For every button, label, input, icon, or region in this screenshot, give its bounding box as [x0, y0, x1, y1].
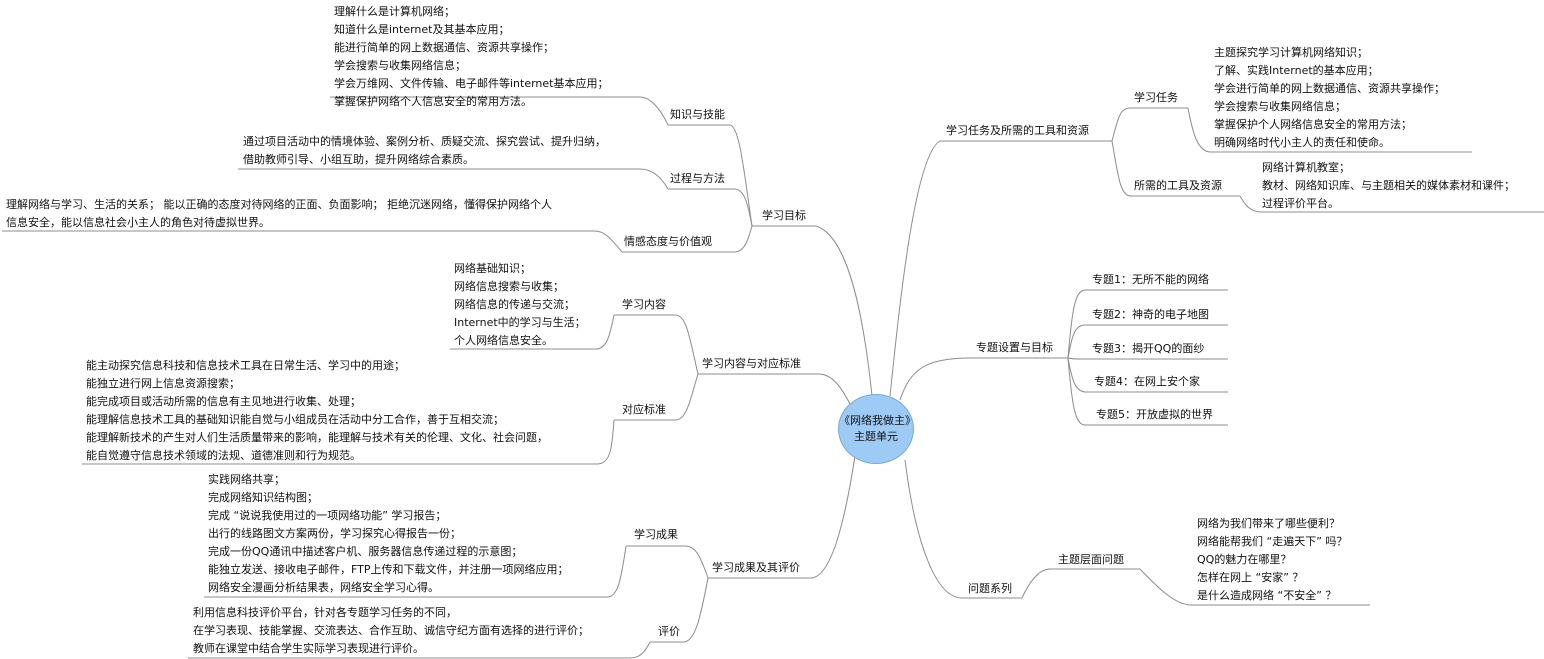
node-tasks-tools[interactable]: 学习任务及所需的工具和资源: [946, 124, 1089, 137]
node-theme-questions[interactable]: 主题层面问题: [1058, 553, 1124, 566]
leaf-tools-resources: 网络计算机教室； 教材、网络知识库、与主题相关的媒体素材和课件； 过程评价平台。: [1262, 159, 1515, 213]
leaf-line: 能独立进行网上信息资源搜索；: [86, 377, 240, 390]
topic-item-5[interactable]: 专题5：开放虚拟的世界: [1096, 408, 1213, 421]
leaf-learning-tasks: 主题探究学习计算机网络知识； 了解、实践Internet的基本应用； 学会进行简…: [1214, 44, 1445, 152]
topic-item-3[interactable]: 专题3：揭开QQ的面纱: [1092, 342, 1205, 355]
leaf-line: 个人网络信息安全。: [454, 334, 553, 347]
leaf-line: 能独立发送、接收电子邮件，FTP上传和下载文件，并注册一项网络应用；: [208, 563, 569, 576]
node-questions[interactable]: 问题系列: [968, 582, 1012, 595]
leaf-line: 能主动探究信息科技和信息技术工具在日常生活、学习中的用途；: [86, 359, 405, 372]
leaf-line: 学会搜索与收集网络信息；: [334, 59, 466, 72]
leaf-line: 能完成项目或活动所需的信息有主见地进行收集、处理；: [86, 395, 361, 408]
leaf-line: 学会搜索与收集网络信息；: [1214, 100, 1346, 113]
leaf-learning-content: 网络基础知识； 网络信息搜索与收集； 网络信息的传递与交流； Internet中…: [454, 260, 586, 350]
topic-item-1[interactable]: 专题1：无所不能的网络: [1092, 273, 1209, 286]
leaf-theme-questions: 网络为我们带来了哪些便利？ 网络能帮我们 “走遍天下” 吗？ QQ的魅力在哪里？…: [1197, 515, 1347, 605]
node-tools-resources[interactable]: 所需的工具及资源: [1134, 179, 1222, 192]
leaf-learning-outcomes: 实践网络共享； 完成网络知识结构图； 完成 “说说我使用过的一项网络功能” 学习…: [208, 471, 568, 597]
leaf-line: 网络为我们带来了哪些便利？: [1197, 517, 1340, 530]
leaf-line: 主题探究学习计算机网络知识；: [1214, 46, 1368, 59]
leaf-line: 在学习表现、技能掌握、交流表达、合作互助、诚信守纪方面有选择的进行评价；: [193, 624, 589, 637]
leaf-line: 知道什么是internet及其基本应用；: [334, 23, 510, 36]
leaf-line: 能自觉遵守信息技术领域的法规、道德准则和行为规范。: [86, 449, 361, 462]
node-learning-outcomes[interactable]: 学习成果: [634, 528, 678, 541]
leaf-line: 完成一份QQ通讯中描述客户机、服务器信息传递过程的示意图；: [208, 545, 523, 558]
leaf-line: 教材、网络知识库、与主题相关的媒体素材和课件；: [1262, 179, 1515, 192]
leaf-line: 网络计算机教室；: [1262, 161, 1350, 174]
topic-item-4[interactable]: 专题4：在网上安个家: [1094, 375, 1200, 388]
node-knowledge-skills[interactable]: 知识与技能: [670, 108, 725, 121]
leaf-line: 明确网络时代小主人的责任和使命。: [1214, 136, 1390, 149]
central-topic[interactable]: 《网络我做主》 主题单元: [838, 394, 916, 464]
topic-item-2[interactable]: 专题2：神奇的电子地图: [1092, 308, 1209, 321]
leaf-evaluation: 利用信息科技评价平台，针对各专题学习任务的不同， 在学习表现、技能掌握、交流表达…: [193, 604, 589, 658]
node-content-standards[interactable]: 学习内容与对应标准: [702, 357, 801, 370]
leaf-process-methods: 通过项目活动中的情境体验、案例分析、质疑交流、探究尝试、提升归纳， 借助教师引导…: [243, 133, 606, 169]
leaf-line: 学会万维网、文件传输、电子邮件等internet基本应用；: [334, 77, 609, 90]
leaf-line: 实践网络共享；: [208, 473, 285, 486]
leaf-line: 能进行简单的网上数据通信、资源共享操作；: [334, 41, 554, 54]
node-learning-tasks[interactable]: 学习任务: [1134, 91, 1178, 104]
leaf-line: 借助教师引导、小组互助，提升网络综合素质。: [243, 153, 474, 166]
leaf-line: 能理解信息技术工具的基础知识能自觉与小组成员在活动中分工合作，善于互相交流；: [86, 413, 504, 426]
node-learning-content[interactable]: 学习内容: [622, 298, 666, 311]
leaf-line: 理解什么是计算机网络；: [334, 5, 455, 18]
leaf-line: 网络信息的传递与交流；: [454, 298, 575, 311]
central-topic-subtitle: 主题单元: [854, 430, 898, 443]
leaf-line: 网络信息搜索与收集；: [454, 280, 564, 293]
leaf-line: 利用信息科技评价平台，针对各专题学习任务的不同，: [193, 606, 457, 619]
leaf-knowledge-skills: 理解什么是计算机网络； 知道什么是internet及其基本应用； 能进行简单的网…: [334, 3, 609, 111]
central-topic-title: 《网络我做主》: [839, 414, 916, 427]
node-attitudes-values[interactable]: 情感态度与价值观: [624, 235, 712, 248]
leaf-line: 能理解新技术的产生对人们生活质量带来的影响，能理解与技术有关的伦理、文化、社会问…: [86, 431, 548, 444]
leaf-line: 是什么造成网络 “不安全” ？: [1197, 589, 1337, 602]
leaf-line: 网络能帮我们 “走遍天下” 吗？: [1197, 535, 1348, 548]
leaf-line: 完成 “说说我使用过的一项网络功能” 学习报告；: [208, 509, 447, 522]
leaf-line: 完成网络知识结构图；: [208, 491, 318, 504]
leaf-line: 网络安全漫画分析结果表，网络安全学习心得。: [208, 581, 439, 594]
leaf-line: 网络基础知识；: [454, 262, 531, 275]
node-topics[interactable]: 专题设置与目标: [976, 341, 1053, 354]
node-learning-goals[interactable]: 学习目标: [762, 209, 806, 222]
leaf-line: 理解网络与学习、生活的关系； 能以正确的态度对待网络的正面、负面影响； 拒绝沉迷…: [6, 198, 552, 211]
node-standards[interactable]: 对应标准: [622, 403, 666, 416]
leaf-line: 掌握保护个人网络信息安全的常用方法；: [1214, 118, 1412, 131]
node-evaluation[interactable]: 评价: [658, 625, 680, 638]
leaf-line: 了解、实践Internet的基本应用；: [1214, 64, 1379, 77]
leaf-line: 信息安全，能以信息社会小主人的角色对待虚拟世界。: [6, 216, 270, 229]
leaf-line: 教师在课堂中结合学生实际学习表现进行评价。: [193, 642, 424, 655]
leaf-line: 学会进行简单的网上数据通信、资源共享操作；: [1214, 82, 1445, 95]
leaf-line: 出行的线路图文方案两份，学习探究心得报告一份；: [208, 527, 461, 540]
leaf-line: 过程评价平台。: [1262, 197, 1339, 210]
leaf-line: 怎样在网上 “安家” ？: [1197, 571, 1304, 584]
leaf-line: Internet中的学习与生活；: [454, 316, 586, 329]
leaf-line: 通过项目活动中的情境体验、案例分析、质疑交流、探究尝试、提升归纳，: [243, 135, 606, 148]
leaf-standards: 能主动探究信息科技和信息技术工具在日常生活、学习中的用途； 能独立进行网上信息资…: [86, 357, 548, 465]
leaf-line: QQ的魅力在哪里？: [1197, 553, 1292, 566]
leaf-line: 掌握保护网络个人信息安全的常用方法。: [334, 95, 532, 108]
node-results-evaluation[interactable]: 学习成果及其评价: [712, 561, 800, 574]
node-process-methods[interactable]: 过程与方法: [670, 172, 725, 185]
leaf-attitudes-values: 理解网络与学习、生活的关系； 能以正确的态度对待网络的正面、负面影响； 拒绝沉迷…: [6, 196, 552, 232]
